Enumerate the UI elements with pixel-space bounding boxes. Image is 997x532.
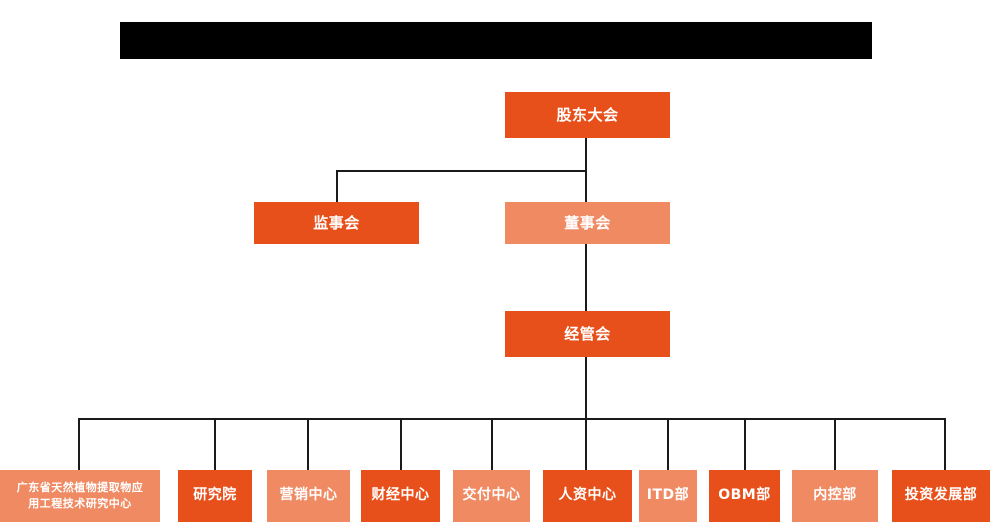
node-dept-internal-control[interactable]: 内控部 xyxy=(792,470,878,522)
connector-management-down xyxy=(585,357,587,419)
node-label: 监事会 xyxy=(313,213,360,232)
node-dept-research-center[interactable]: 广东省天然植物提取物应 用工程技术研究中心 xyxy=(0,470,160,522)
node-management-committee[interactable]: 经管会 xyxy=(505,311,670,357)
connector-drop-research-center xyxy=(78,418,80,470)
node-label: 财经中心 xyxy=(371,487,430,504)
redacted-title-bar xyxy=(120,22,872,59)
node-dept-obm[interactable]: OBM部 xyxy=(709,470,780,522)
connector-drop-delivery xyxy=(491,418,493,470)
node-dept-finance[interactable]: 财经中心 xyxy=(361,470,440,522)
node-board-of-supervisors[interactable]: 监事会 xyxy=(254,202,419,244)
node-dept-hr[interactable]: 人资中心 xyxy=(543,470,632,522)
node-label: 营销中心 xyxy=(279,487,338,504)
node-label-line-2: 用工程技术研究中心 xyxy=(28,497,132,510)
node-label-line-1: 广东省天然植物提取物应 xyxy=(16,481,144,495)
connector-drop-finance xyxy=(400,418,402,470)
connector-drop-obm xyxy=(744,418,746,470)
connector-drop-itd xyxy=(667,418,669,470)
node-dept-institute[interactable]: 研究院 xyxy=(178,470,252,522)
connector-supervisors-drop xyxy=(336,170,338,202)
node-label: 经管会 xyxy=(564,324,611,343)
node-label: 内控部 xyxy=(813,487,857,504)
node-label: 投资发展部 xyxy=(904,487,978,504)
connector-drop-institute xyxy=(214,418,216,470)
node-label: 股东大会 xyxy=(556,105,619,124)
node-label: 交付中心 xyxy=(462,487,521,504)
connector-department-bus xyxy=(78,418,945,420)
node-dept-marketing[interactable]: 营销中心 xyxy=(267,470,350,522)
connector-drop-marketing xyxy=(307,418,309,470)
node-label: OBM部 xyxy=(718,487,771,504)
node-dept-itd[interactable]: ITD部 xyxy=(639,470,697,522)
node-label: 人资中心 xyxy=(558,487,617,504)
connector-directors-drop xyxy=(585,170,587,202)
connector-drop-hr xyxy=(585,418,587,470)
node-label: 董事会 xyxy=(564,213,611,232)
connector-shareholders-down xyxy=(585,138,587,172)
node-board-of-directors[interactable]: 董事会 xyxy=(505,202,670,244)
node-label: ITD部 xyxy=(646,487,690,504)
node-dept-delivery[interactable]: 交付中心 xyxy=(453,470,530,522)
node-dept-investment[interactable]: 投资发展部 xyxy=(892,470,990,522)
connector-drop-internal-control xyxy=(834,418,836,470)
node-shareholders-meeting[interactable]: 股东大会 xyxy=(505,92,670,138)
connector-directors-to-management xyxy=(585,243,587,311)
connector-shareholders-horizontal xyxy=(336,170,587,172)
node-label: 研究院 xyxy=(193,487,237,504)
connector-drop-investment xyxy=(944,418,946,470)
